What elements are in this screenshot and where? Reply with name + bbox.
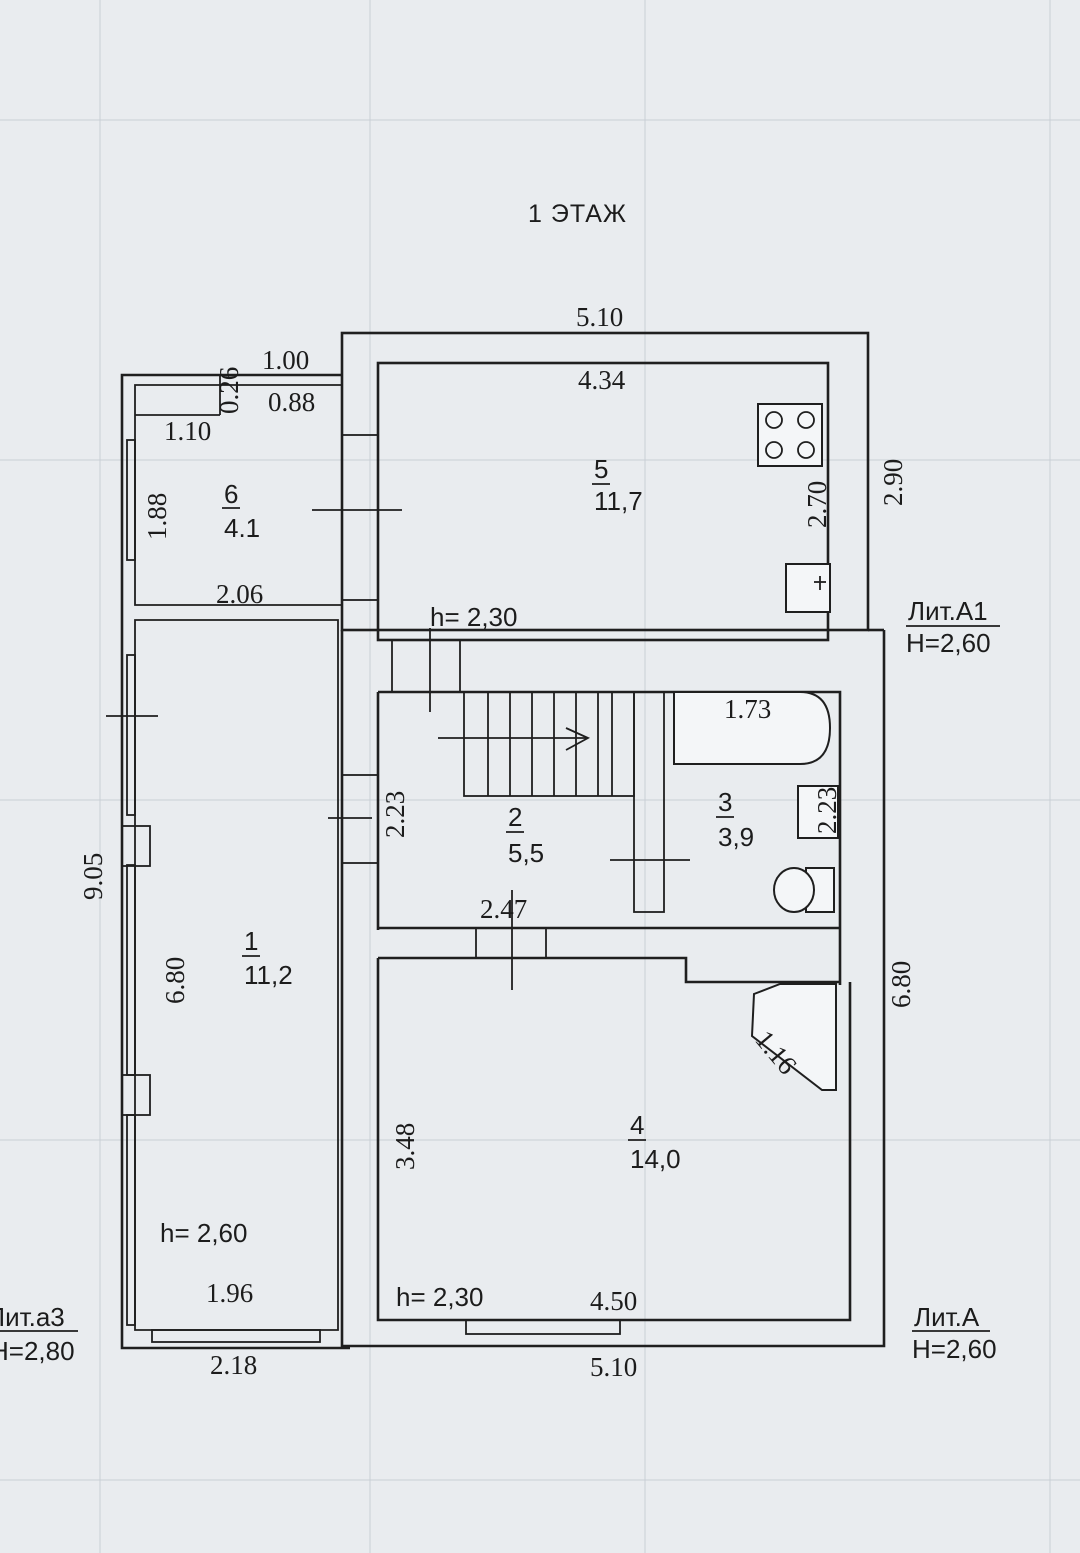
stove-icon bbox=[757, 403, 823, 467]
svg-text:3,9: 3,9 bbox=[718, 822, 754, 852]
dim-porch-inner: 0.88 bbox=[268, 387, 315, 417]
toilet-icon bbox=[773, 867, 835, 913]
svg-text:4.1: 4.1 bbox=[224, 513, 260, 543]
liter-a1-name: Лит.А1 bbox=[908, 596, 988, 626]
dim-top-outer: 5.10 bbox=[576, 302, 623, 332]
sink-icon bbox=[785, 563, 831, 613]
liter-labels: Лит.А1 Н=2,60 Лит.А Н=2,60 Лит.а3 Н=2,80 bbox=[0, 596, 1000, 1366]
dim-stair-height: 2.23 bbox=[380, 791, 410, 838]
liter-a3-height: Н=2,80 bbox=[0, 1336, 75, 1366]
liter-a3-name: Лит.а3 bbox=[0, 1302, 65, 1332]
dim-room6-bottom: 2.06 bbox=[216, 579, 263, 609]
dim-right-upper: 2.90 bbox=[878, 459, 908, 506]
height-room5: h= 2,30 bbox=[430, 602, 517, 632]
room-1-label: 1 11,2 bbox=[242, 926, 293, 990]
bathtub-icon bbox=[673, 691, 832, 765]
boiler-icon bbox=[797, 785, 839, 839]
height-room4: h= 2,30 bbox=[396, 1282, 483, 1312]
room-4-label: 4 14,0 bbox=[628, 1110, 681, 1174]
room-6-label: 6 4.1 bbox=[222, 479, 260, 543]
dim-room4-height: 3.48 bbox=[390, 1123, 420, 1170]
room-3-label: 3 3,9 bbox=[716, 787, 754, 852]
liter-a1-height: Н=2,60 bbox=[906, 628, 991, 658]
svg-text:5,5: 5,5 bbox=[508, 838, 544, 868]
dim-bath-width: 1.73 bbox=[724, 694, 771, 724]
dim-room1-height: 6.80 bbox=[160, 957, 190, 1004]
floor-title: 1 ЭТАЖ bbox=[528, 200, 627, 228]
svg-text:3: 3 bbox=[718, 787, 732, 817]
room-5-label: 5 11,7 bbox=[592, 454, 643, 516]
heating-stove-icon bbox=[750, 983, 837, 1091]
svg-text:4: 4 bbox=[630, 1110, 644, 1140]
liter-a-height: Н=2,60 bbox=[912, 1334, 997, 1364]
svg-text:6: 6 bbox=[224, 479, 238, 509]
dim-bottom-left: 2.18 bbox=[210, 1350, 257, 1380]
staircase-icon bbox=[438, 691, 635, 797]
dim-left-total: 9.05 bbox=[78, 853, 108, 900]
ceiling-heights: h= 2,30 h= 2,60 h= 2,30 bbox=[160, 602, 517, 1312]
dim-bottom-outer: 5.10 bbox=[590, 1352, 637, 1382]
dim-room5-height: 2.70 bbox=[802, 481, 832, 528]
room-labels: 5 11,7 6 4.1 2 5,5 3 3,9 1 11,2 4 14,0 bbox=[222, 454, 754, 1174]
svg-text:14,0: 14,0 bbox=[630, 1144, 681, 1174]
dim-top-inner: 4.34 bbox=[578, 365, 626, 395]
height-room1: h= 2,60 bbox=[160, 1218, 247, 1248]
svg-text:11,2: 11,2 bbox=[244, 960, 293, 990]
dim-room4-width: 4.50 bbox=[590, 1286, 637, 1316]
dim-wc-height: 2.23 bbox=[812, 787, 842, 834]
dim-room2-width: 2.47 bbox=[480, 894, 527, 924]
dim-right-lower: 6.80 bbox=[886, 961, 916, 1008]
dim-porch-wall: 0.26 bbox=[214, 367, 244, 414]
svg-text:11,7: 11,7 bbox=[594, 486, 643, 516]
liter-a-name: Лит.А bbox=[914, 1302, 980, 1332]
dim-room6-height: 1.88 bbox=[142, 493, 172, 540]
room-2-label: 2 5,5 bbox=[506, 802, 544, 868]
svg-text:5: 5 bbox=[594, 454, 608, 484]
walls bbox=[106, 331, 886, 1350]
dim-porch-outer: 1.00 bbox=[262, 345, 309, 375]
svg-text:2: 2 bbox=[508, 802, 522, 832]
dim-room6-width: 1.10 bbox=[164, 416, 211, 446]
svg-text:1: 1 bbox=[244, 926, 258, 956]
dim-room1-width: 1.96 bbox=[206, 1278, 253, 1308]
